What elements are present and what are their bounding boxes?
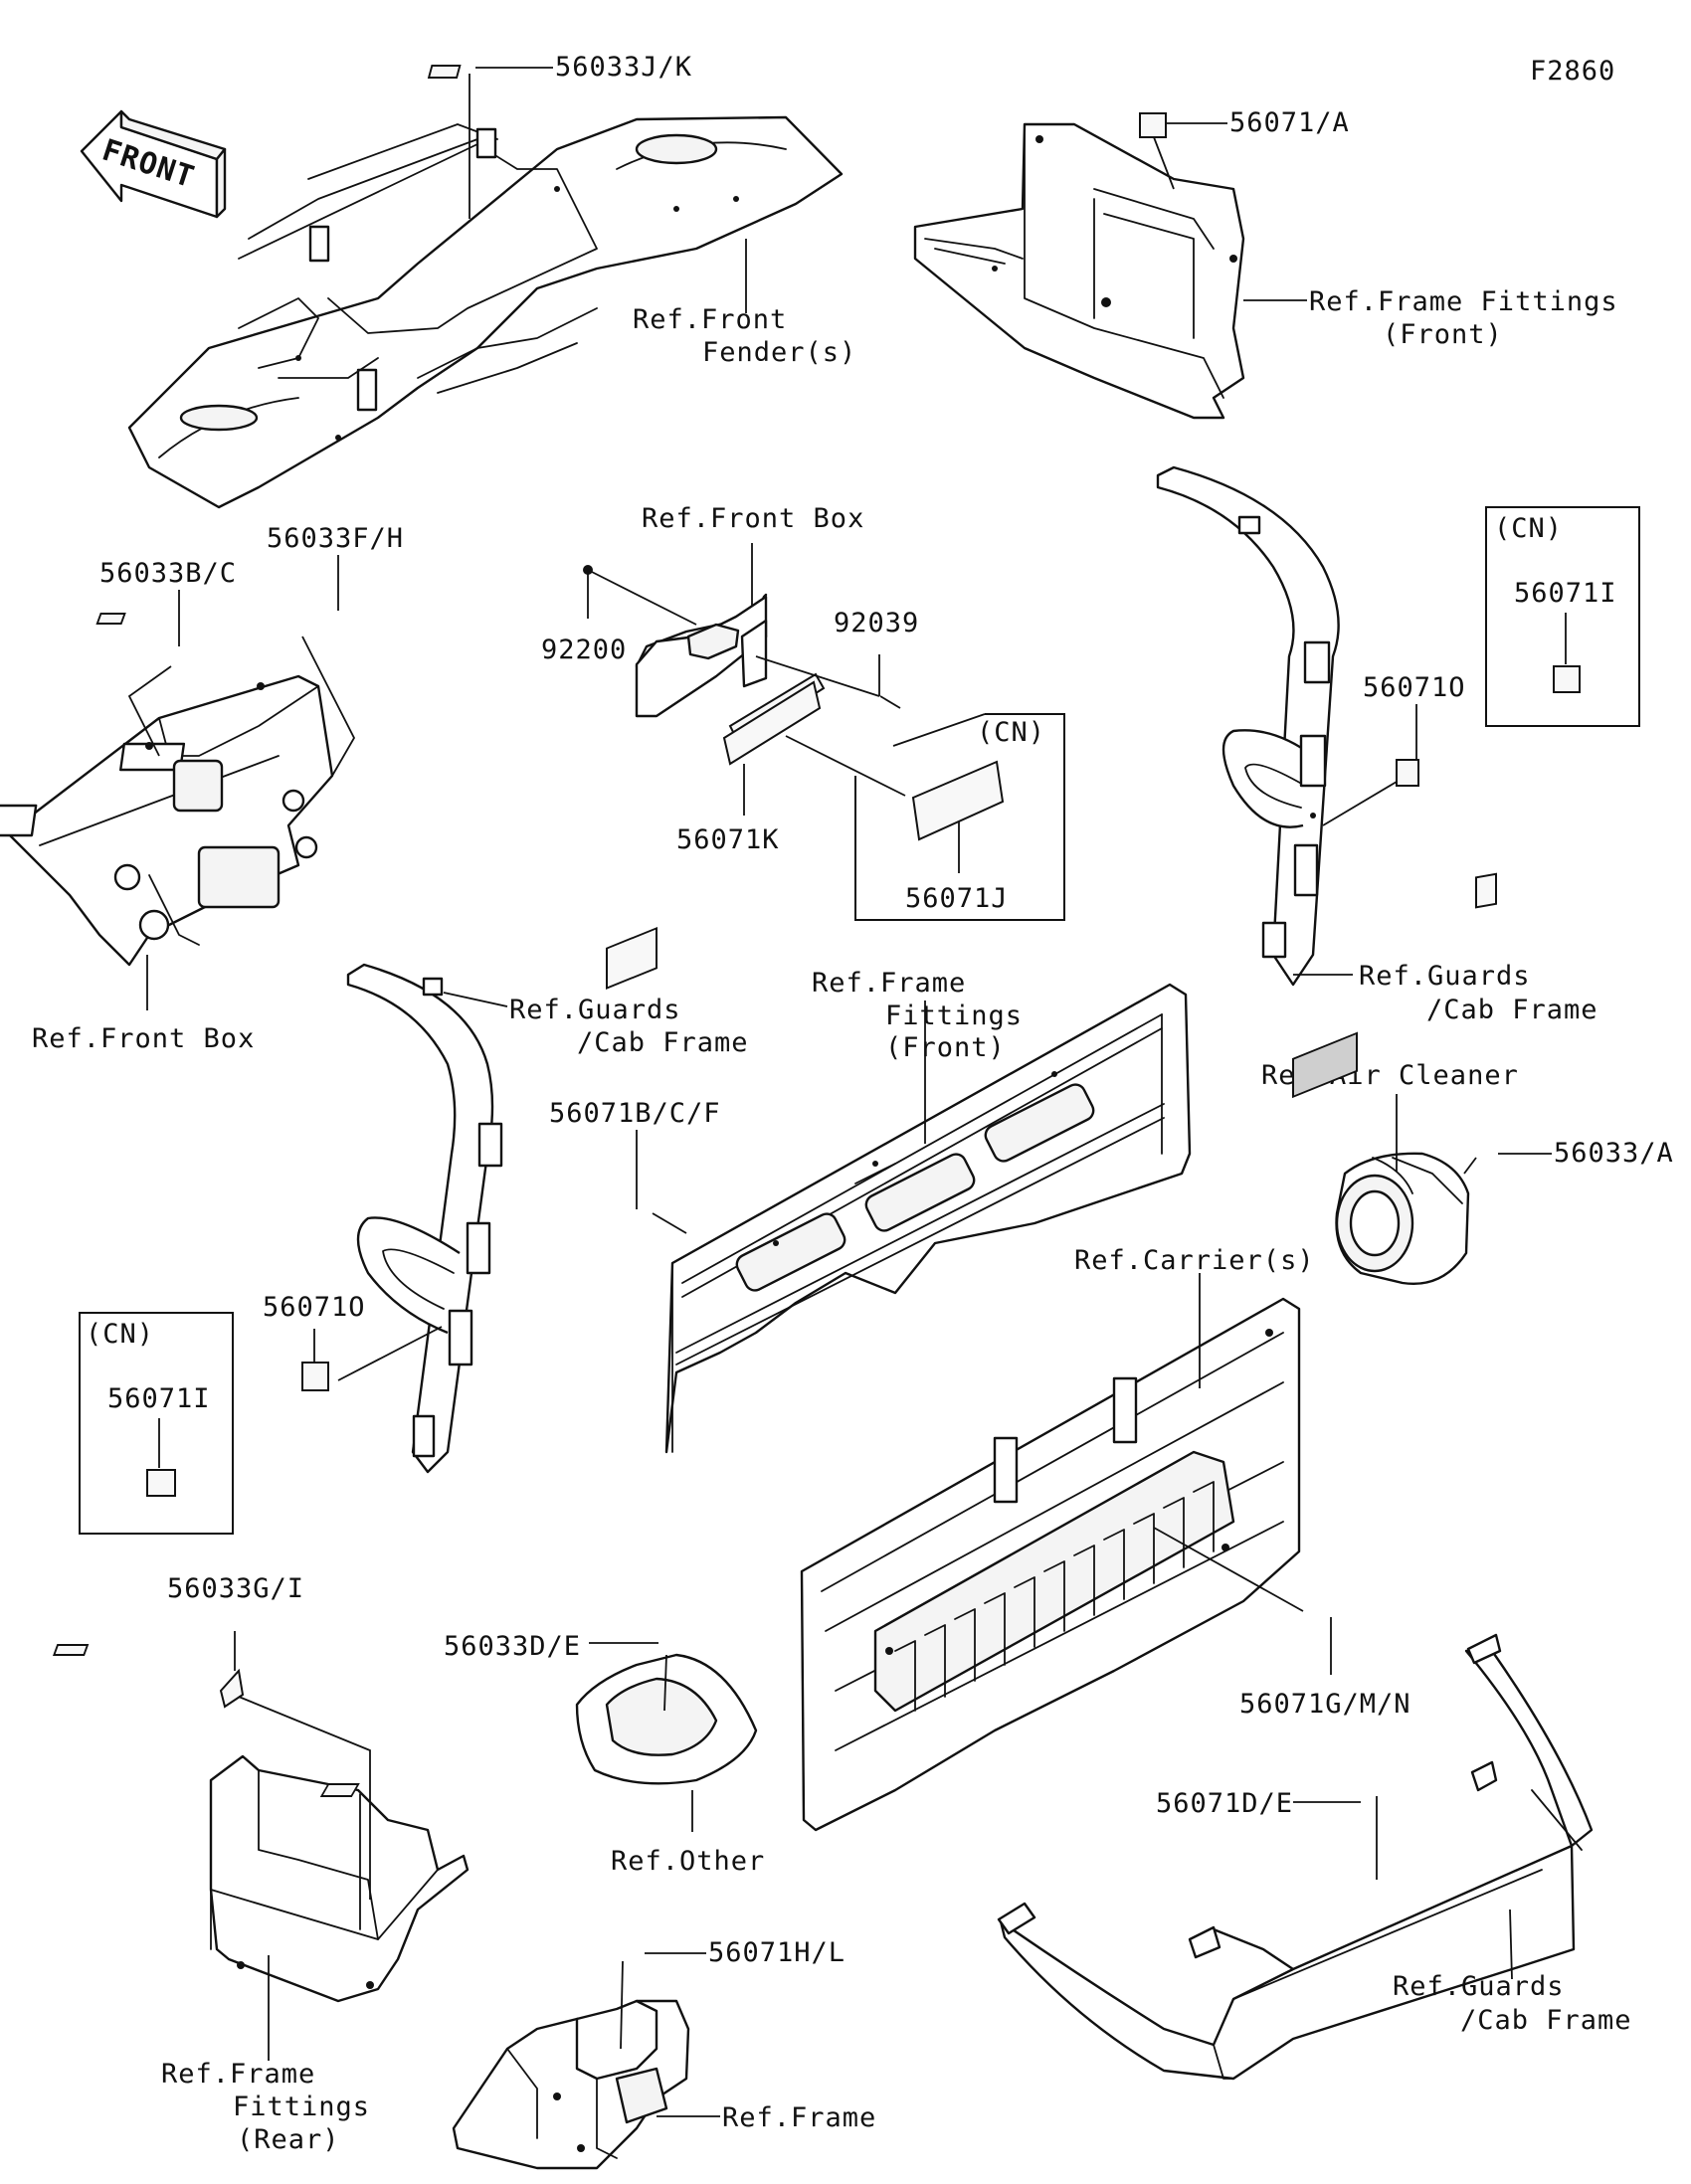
decal-56033de	[52, 1644, 90, 1656]
label-56071j: 56071J	[905, 883, 1009, 914]
label-ref-guards-bottom-1: Ref.Guards	[1393, 1971, 1565, 2002]
label-92039: 92039	[834, 608, 919, 638]
label-56071hl: 56071H/L	[708, 1937, 846, 1968]
label-cn-right: (CN)	[1494, 513, 1563, 544]
label-56033fh: 56033F/H	[267, 523, 404, 554]
label-56033a: 56033/A	[1554, 1138, 1674, 1169]
decal-56071k-sheet	[722, 680, 822, 766]
decal-56071i-right	[1553, 665, 1581, 693]
label-cn-top-mid: (CN)	[977, 717, 1045, 748]
cab-frame-left-guard	[346, 963, 503, 1474]
frame-fittings-rear	[209, 1754, 470, 2003]
label-56071gmn: 56071G/M/N	[1239, 1689, 1411, 1720]
label-ref-frame: Ref.Frame	[722, 2102, 876, 2133]
label-ref-guards-right-1: Ref.Guards	[1359, 961, 1531, 992]
carrier-tailgate	[800, 1297, 1301, 1832]
label-92200: 92200	[541, 635, 627, 665]
label-ref-guards-left-2: /Cab Frame	[577, 1027, 749, 1058]
label-ref-front-box-top: Ref.Front Box	[642, 503, 864, 534]
label-ref-frame-fit-mid-2: Fittings	[885, 1001, 1023, 1031]
cab-frame-rear-guard	[997, 1633, 1594, 2081]
label-56071i-left: 56071I	[107, 1383, 211, 1414]
frame-fittings-front-panel	[664, 983, 1192, 1454]
frame-fittings-front-top	[913, 122, 1245, 420]
label-56071bcf: 56071B/C/F	[549, 1098, 721, 1129]
label-ref-frame-fit-mid-1: Ref.Frame	[812, 968, 966, 999]
decal-56033fh	[95, 613, 126, 625]
decal-56071j	[911, 760, 1005, 841]
label-ref-front-fender-2: Fender(s)	[702, 337, 856, 368]
air-cleaner	[1335, 1152, 1470, 1286]
decal-56071o-left	[301, 1362, 329, 1391]
label-ref-carriers: Ref.Carrier(s)	[1074, 1245, 1315, 1276]
label-56033gi: 56033G/I	[167, 1573, 304, 1604]
label-cn-left: (CN)	[86, 1319, 154, 1350]
label-ref-other: Ref.Other	[611, 1846, 765, 1877]
label-56071i-right: 56071I	[1514, 578, 1617, 609]
decal-56071bcf	[606, 926, 658, 990]
front-fender-assembly	[127, 115, 844, 509]
label-ref-front-box-left: Ref.Front Box	[32, 1023, 255, 1054]
decal-56071i-left	[146, 1469, 176, 1497]
label-ref-frame-fit-front-1: Ref.Frame Fittings	[1309, 286, 1618, 317]
label-56071a: 56071/A	[1229, 107, 1350, 138]
other-cover-plate	[575, 1653, 758, 1785]
decal-56033jk	[427, 65, 462, 79]
decal-56071gmn	[1292, 1031, 1358, 1099]
label-ref-frame-fit-rear-1: Ref.Frame	[161, 2059, 315, 2090]
cn-box-left	[79, 1312, 234, 1535]
decal-56033a	[1475, 872, 1497, 909]
front-box-lid	[635, 593, 768, 718]
cn-box-top-mid	[854, 713, 1065, 921]
label-56071o-left: 56071O	[263, 1292, 366, 1323]
front-box-dashboard	[0, 674, 334, 967]
front-arrow-icon: FRONT	[80, 109, 227, 219]
label-56033bc: 56033B/C	[99, 558, 237, 589]
label-ref-frame-fit-front-2: (Front)	[1383, 319, 1503, 350]
label-56033de: 56033D/E	[444, 1631, 581, 1662]
label-ref-frame-fit-rear-3: (Rear)	[237, 2124, 340, 2155]
label-ref-frame-fit-mid-3: (Front)	[885, 1032, 1006, 1063]
label-56071k: 56071K	[676, 824, 780, 855]
decal-56071a	[1139, 112, 1167, 138]
cab-frame-right-guard	[1156, 465, 1340, 987]
label-ref-guards-left-1: Ref.Guards	[509, 995, 681, 1025]
label-ref-guards-right-2: /Cab Frame	[1426, 995, 1598, 1025]
label-ref-frame-fit-rear-2: Fittings	[233, 2092, 370, 2122]
label-56033jk: 56033J/K	[555, 52, 692, 83]
label-ref-guards-bottom-2: /Cab Frame	[1460, 2005, 1632, 2036]
label-ref-front-fender-1: Ref.Front	[633, 304, 787, 335]
decal-56033gi	[219, 1668, 245, 1709]
frame-rear-section	[452, 1999, 690, 2170]
label-56071o-right: 56071O	[1363, 672, 1466, 703]
label-56071de: 56071D/E	[1156, 1788, 1293, 1819]
decal-56071de	[319, 1783, 360, 1797]
figure-code: F2860	[1530, 56, 1615, 87]
decal-56071o-right	[1396, 759, 1419, 787]
cn-box-right	[1485, 506, 1640, 727]
tailgate-ribs	[894, 1481, 1215, 1712]
